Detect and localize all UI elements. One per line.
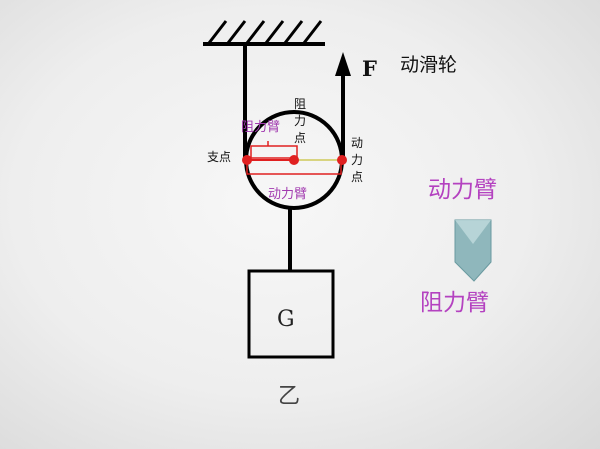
chevron-notch <box>455 220 491 244</box>
effort-point <box>337 155 347 165</box>
legend-load-arm: 阻力臂 <box>420 290 489 316</box>
effort-arm-label: 动力臂 <box>268 187 308 202</box>
force-arrow <box>335 52 351 76</box>
legend-effort-arm: 动力臂 <box>428 177 497 203</box>
effort-point-label: 动力点 <box>350 136 363 184</box>
fulcrum-label: 支点 <box>207 150 232 164</box>
diagram-title: 动滑轮 <box>400 54 458 76</box>
load-arm-box <box>250 145 298 159</box>
fulcrum-point <box>242 155 252 165</box>
load-arm-label: 阻力臂 <box>241 120 281 135</box>
figure-label: 乙 <box>278 384 300 409</box>
ceiling <box>203 20 325 46</box>
axle-point <box>289 155 299 165</box>
load-point-label: 阻力点 <box>293 97 306 145</box>
force-label: F <box>362 56 377 81</box>
weight-label: G <box>277 307 295 332</box>
weight-block <box>247 269 335 359</box>
